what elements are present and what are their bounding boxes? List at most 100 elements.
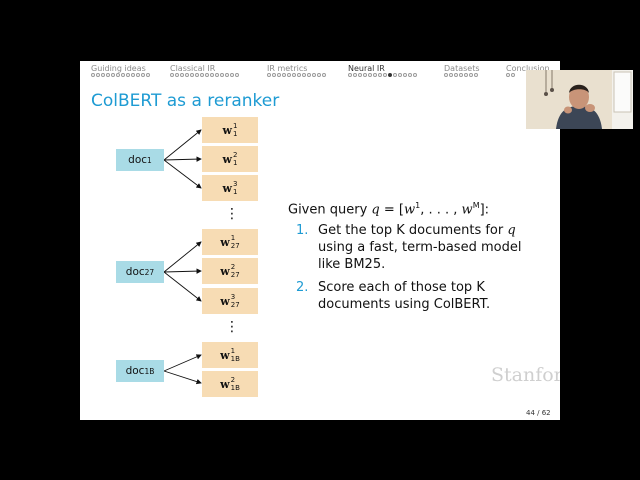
- nav-progress-dot[interactable]: [287, 73, 291, 77]
- nav-progress-dot[interactable]: [444, 73, 448, 77]
- arrow: [163, 370, 202, 385]
- nav-section-datasets[interactable]: Datasets: [444, 64, 480, 73]
- nav-progress-dot[interactable]: [511, 73, 515, 77]
- nav-progress-dot[interactable]: [101, 73, 105, 77]
- nav-progress-dot[interactable]: [200, 73, 204, 77]
- nav-progress-dot[interactable]: [146, 73, 150, 77]
- nav-progress-dot[interactable]: [353, 73, 357, 77]
- nav-dots-conclusion: [506, 73, 515, 79]
- nav-progress-dot[interactable]: [469, 73, 473, 77]
- doc-subscript: 1: [147, 155, 152, 165]
- nav-progress-dot[interactable]: [449, 73, 453, 77]
- word-subscript: 27: [230, 271, 240, 279]
- step-text-post: using a fast, term-based model like BM25…: [318, 240, 522, 272]
- query-prefix: Given query: [288, 202, 372, 218]
- nav-progress-dot[interactable]: [210, 73, 214, 77]
- nav-section-label: Conclusion: [506, 64, 550, 73]
- nav-progress-dot[interactable]: [235, 73, 239, 77]
- nav-progress-dot[interactable]: [116, 73, 120, 77]
- nav-progress-dot[interactable]: [307, 73, 311, 77]
- nav-progress-dot[interactable]: [220, 73, 224, 77]
- arrow: [163, 129, 202, 161]
- nav-progress-dot[interactable]: [322, 73, 326, 77]
- nav-progress-dot[interactable]: [126, 73, 130, 77]
- nav-progress-dot[interactable]: [225, 73, 229, 77]
- doc-name: doc: [128, 154, 148, 166]
- nav-progress-dot[interactable]: [348, 73, 352, 77]
- page-number: 44 / 62: [526, 409, 551, 417]
- nav-dots-classical-ir: [170, 73, 239, 79]
- query-wm-sup: M: [472, 201, 480, 210]
- nav-progress-dot[interactable]: [454, 73, 458, 77]
- step-text-pre: Get the top K documents for: [318, 223, 508, 238]
- nav-progress-dot[interactable]: [368, 73, 372, 77]
- nav-progress-dot[interactable]: [408, 73, 412, 77]
- nav-progress-dot[interactable]: [106, 73, 110, 77]
- step-number: 2.: [296, 280, 309, 295]
- nav-progress-dot[interactable]: [363, 73, 367, 77]
- nav-progress-dot[interactable]: [464, 73, 468, 77]
- nav-progress-dot[interactable]: [195, 73, 199, 77]
- nav-section-guiding-ideas[interactable]: Guiding ideas: [91, 64, 146, 73]
- nav-progress-dot[interactable]: [267, 73, 271, 77]
- word-superscript: 1: [230, 234, 236, 242]
- step-number: 1.: [296, 223, 309, 238]
- nav-progress-dot[interactable]: [121, 73, 125, 77]
- nav-progress-dot[interactable]: [185, 73, 189, 77]
- nav-progress-dot[interactable]: [170, 73, 174, 77]
- nav-progress-dot[interactable]: [302, 73, 306, 77]
- nav-progress-dot[interactable]: [506, 73, 510, 77]
- nav-progress-dot[interactable]: [292, 73, 296, 77]
- query-w1-sup: 1: [415, 201, 421, 210]
- nav-progress-dot[interactable]: [141, 73, 145, 77]
- nav-progress-dot[interactable]: [383, 73, 387, 77]
- nav-progress-dot[interactable]: [205, 73, 209, 77]
- nav-progress-dot[interactable]: [312, 73, 316, 77]
- nav-progress-dot[interactable]: [230, 73, 234, 77]
- nav-progress-dot[interactable]: [403, 73, 407, 77]
- nav-progress-dot[interactable]: [317, 73, 321, 77]
- query-wm: w: [461, 202, 473, 218]
- nav-progress-dot[interactable]: [398, 73, 402, 77]
- nav-section-classical-ir[interactable]: Classical IR: [170, 64, 215, 73]
- nav-progress-dot[interactable]: [180, 73, 184, 77]
- word-superscript: 1: [233, 122, 238, 130]
- nav-progress-dot[interactable]: [378, 73, 382, 77]
- nav-section-label: Guiding ideas: [91, 64, 146, 73]
- arrow: [163, 271, 202, 302]
- nav-section-ir-metrics[interactable]: IR metrics: [267, 64, 307, 73]
- nav-progress-dot[interactable]: [277, 73, 281, 77]
- nav-progress-dot[interactable]: [190, 73, 194, 77]
- query-definition: Given query q = [w1, . . . , wM]:: [288, 201, 489, 217]
- nav-progress-dot[interactable]: [175, 73, 179, 77]
- nav-progress-dot[interactable]: [96, 73, 100, 77]
- nav-progress-dot[interactable]: [272, 73, 276, 77]
- nav-progress-dot[interactable]: [413, 73, 417, 77]
- nav-section-conclusion[interactable]: Conclusion: [506, 64, 550, 73]
- arrow: [163, 159, 202, 189]
- nav-progress-dot[interactable]: [215, 73, 219, 77]
- nav-progress-dot[interactable]: [297, 73, 301, 77]
- nav-progress-dot[interactable]: [282, 73, 286, 77]
- nav-progress-dot[interactable]: [393, 73, 397, 77]
- nav-section-neural-ir[interactable]: Neural IR: [348, 64, 385, 73]
- nav-section-label: Neural IR: [348, 64, 385, 73]
- nav-progress-dot[interactable]: [373, 73, 377, 77]
- arrow: [163, 156, 202, 162]
- nav-progress-dot[interactable]: [111, 73, 115, 77]
- nav-progress-dot[interactable]: [91, 73, 95, 77]
- word-base: w: [222, 152, 232, 166]
- steps-list: 1. Get the top K documents for q using a…: [296, 222, 546, 319]
- nav-dots-datasets: [444, 73, 478, 79]
- nav-progress-dot[interactable]: [136, 73, 140, 77]
- nav-progress-dot[interactable]: [474, 73, 478, 77]
- doc-name: doc: [125, 365, 145, 377]
- nav-progress-dot[interactable]: [358, 73, 362, 77]
- nav-progress-dot[interactable]: [459, 73, 463, 77]
- word-base: w: [222, 123, 232, 137]
- nav-progress-dot[interactable]: [388, 73, 392, 77]
- nav-progress-dot[interactable]: [131, 73, 135, 77]
